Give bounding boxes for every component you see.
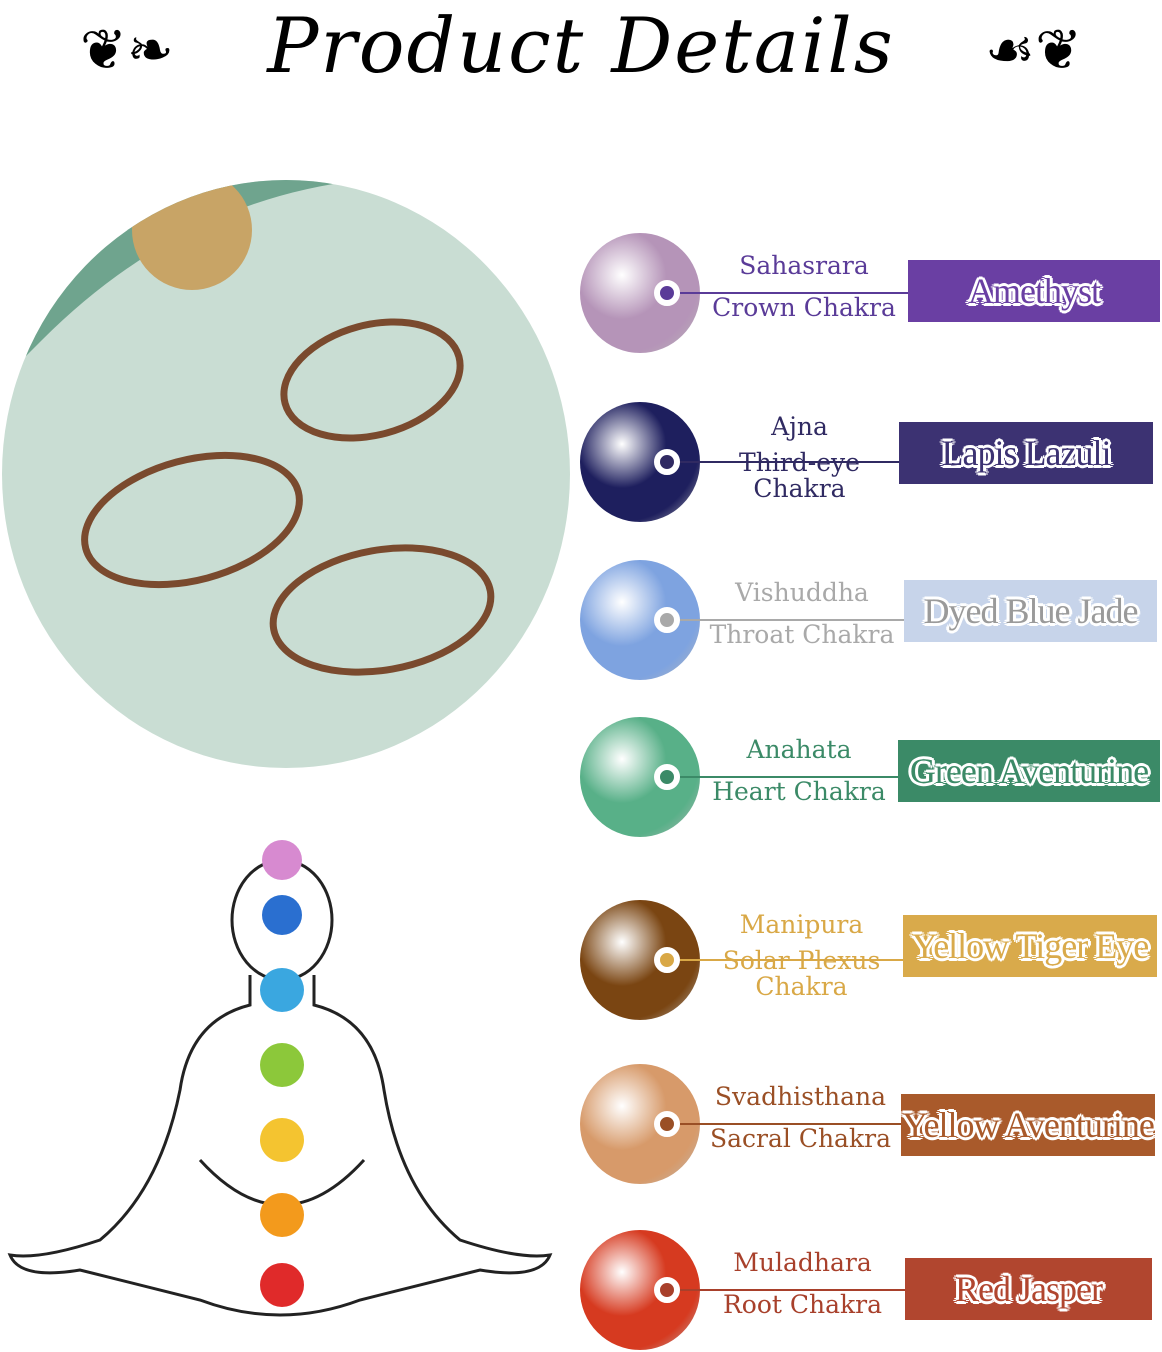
marker-dot-icon [654, 1277, 680, 1303]
sanskrit-name: Ajna [771, 412, 828, 441]
marker-dot-icon [654, 280, 680, 306]
stone-label: Red Jasper [905, 1258, 1152, 1320]
stone-label: Yellow Tiger Eye [903, 915, 1157, 977]
connector-line [680, 461, 899, 463]
stone-name: Green Aventurine [909, 751, 1149, 791]
marker-dot-icon [654, 607, 680, 633]
chakra-name: Crown Chakra [712, 293, 896, 322]
sanskrit-name: Manipura [739, 910, 864, 939]
marker-dot-icon [654, 1111, 680, 1137]
stone-name: Amethyst [968, 271, 1101, 311]
connector-line [680, 619, 904, 621]
chakra-name-line2: Chakra [753, 474, 846, 503]
sanskrit-name: Sahasrara [739, 251, 869, 280]
stone-name: Yellow Tiger Eye [911, 926, 1149, 966]
chakra-name: Solar Plexus [722, 946, 881, 975]
meditation-figure [7, 840, 553, 1317]
sanskrit-name: Vishuddha [735, 578, 869, 607]
chakra-name: Root Chakra [722, 1290, 883, 1319]
connector-line [680, 1123, 901, 1125]
sanskrit-name: Muladhara [733, 1248, 872, 1277]
sanskrit-name: Svadhisthana [714, 1082, 887, 1111]
stone-name: Lapis Lazuli [941, 433, 1112, 473]
page-title: Product Details [267, 1, 895, 90]
chakra-name-line2: Chakra [755, 972, 848, 1001]
flourish-left-icon: ❦❧ [80, 18, 174, 83]
stone-label: Yellow Aventurine [901, 1094, 1155, 1156]
flourish-right-icon: ☙❦ [984, 18, 1082, 83]
marker-dot-icon [654, 764, 680, 790]
stone-name: Yellow Aventurine [902, 1105, 1155, 1145]
stone-label: Green Aventurine [898, 740, 1160, 802]
connector-line [680, 292, 908, 294]
marker-dot-icon [654, 947, 680, 973]
stone-label: Amethyst [908, 260, 1160, 322]
chakra-name: Throat Chakra [709, 620, 895, 649]
stone-label: Lapis Lazuli [899, 422, 1153, 484]
stone-name: Red Jasper [955, 1269, 1103, 1309]
sanskrit-name: Anahata [746, 735, 852, 764]
connector-line [680, 776, 898, 778]
bracelet-photo [2, 180, 570, 768]
marker-dot-icon [654, 449, 680, 475]
stone-label: Dyed Blue Jade [904, 580, 1157, 642]
chakra-name: Sacral Chakra [710, 1124, 891, 1153]
stone-name: Dyed Blue Jade [923, 591, 1139, 631]
chakra-name: Third-eye [739, 448, 860, 477]
chakra-name: Heart Chakra [712, 777, 886, 806]
connector-line [680, 1289, 905, 1291]
connector-line [680, 959, 903, 961]
